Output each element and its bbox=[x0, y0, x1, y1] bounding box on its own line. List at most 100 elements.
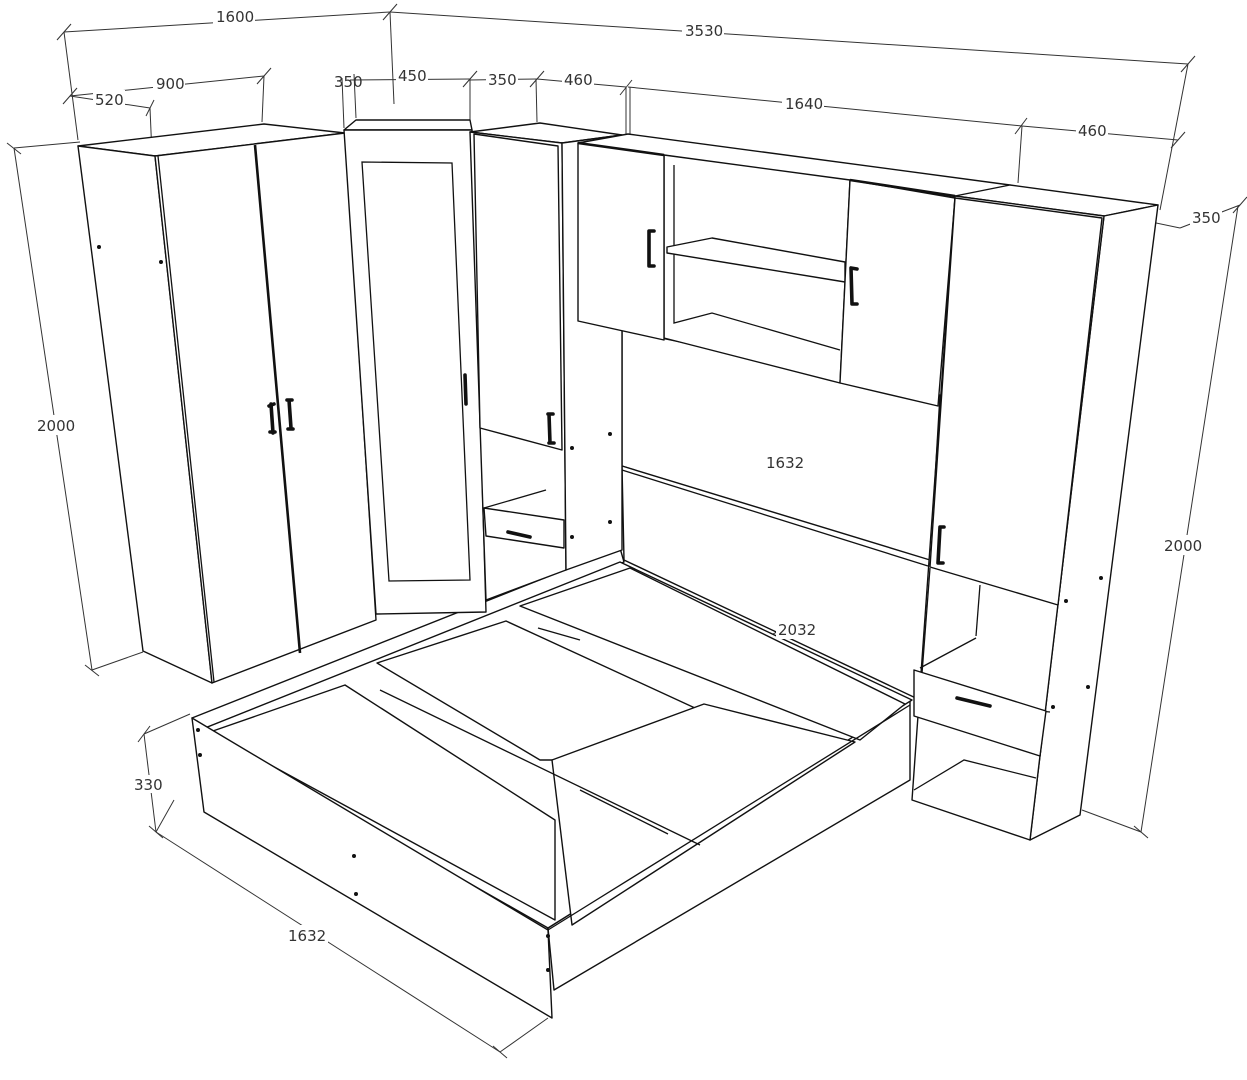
bed-footboard bbox=[191, 717, 553, 1019]
bridge-door-right bbox=[839, 179, 956, 407]
screw-dot bbox=[570, 446, 574, 450]
label-1632-bed: 1632 bbox=[288, 927, 326, 945]
niche-shelf bbox=[483, 489, 547, 509]
dim-tick bbox=[1170, 131, 1186, 149]
screw-dot bbox=[196, 728, 200, 732]
screw-dot bbox=[159, 260, 163, 264]
ext-line bbox=[353, 73, 357, 119]
screw-dot bbox=[354, 892, 358, 896]
mirror-panel bbox=[361, 161, 471, 582]
label-460-left: 460 bbox=[564, 71, 593, 89]
wardrobe-edge bbox=[157, 155, 215, 683]
niche-back bbox=[975, 584, 981, 637]
dim-tick bbox=[56, 23, 72, 41]
dim-tick bbox=[1180, 55, 1196, 73]
screw-dot bbox=[1051, 705, 1055, 709]
right-tower-drawer bbox=[913, 669, 1047, 757]
bottom-shelf bbox=[913, 759, 1037, 791]
label-bg bbox=[1076, 121, 1108, 139]
door-handle-icon bbox=[267, 402, 277, 435]
screw-dot bbox=[97, 245, 101, 249]
dim-tick bbox=[1232, 196, 1247, 214]
wardrobe-door-split bbox=[253, 144, 302, 654]
label-bg bbox=[782, 93, 824, 113]
ext-line bbox=[91, 651, 144, 671]
ext-line bbox=[389, 11, 395, 105]
dim-line-2000-left bbox=[13, 147, 93, 671]
right-tower-door bbox=[929, 197, 1103, 606]
screw-dot bbox=[1099, 576, 1103, 580]
right-tower bbox=[911, 184, 1159, 841]
dim-tick bbox=[6, 142, 22, 155]
door-top-edge bbox=[849, 178, 956, 198]
ext-line bbox=[341, 77, 345, 129]
label-2000-right: 2000 bbox=[1164, 537, 1202, 555]
label-2032: 2032 bbox=[778, 621, 816, 639]
ext-line bbox=[155, 799, 175, 833]
left-tower-drawer bbox=[483, 507, 565, 549]
label-bg bbox=[35, 415, 77, 435]
bed-panel-foot bbox=[209, 684, 556, 921]
bed-rail-center bbox=[379, 689, 701, 846]
label-2000-left: 2000 bbox=[37, 417, 75, 435]
bridge-cabinet bbox=[577, 133, 1011, 407]
headboard-panel bbox=[621, 329, 941, 701]
dim-line-2000-right bbox=[1140, 205, 1239, 833]
label-350-middle: 350 bbox=[488, 71, 517, 89]
bed-edge bbox=[547, 704, 911, 931]
screw-dot bbox=[1064, 599, 1068, 603]
label-900: 900 bbox=[156, 75, 185, 93]
door-handle-icon bbox=[285, 398, 295, 431]
two-door-wardrobe bbox=[77, 123, 377, 684]
label-bg bbox=[1162, 535, 1204, 555]
label-1632-headboard: 1632 bbox=[766, 454, 804, 472]
label-330: 330 bbox=[134, 776, 163, 794]
dim-tick bbox=[492, 1045, 508, 1059]
label-bg bbox=[132, 775, 164, 793]
dim-tick bbox=[137, 725, 151, 743]
door-top-edge bbox=[577, 141, 665, 157]
dim-tick bbox=[1133, 825, 1149, 839]
label-350-left: 350 bbox=[334, 73, 363, 91]
bed-panel-right bbox=[551, 703, 856, 926]
screw-dot bbox=[608, 520, 612, 524]
screw-dot bbox=[352, 854, 356, 858]
ext-line bbox=[535, 78, 538, 123]
ext-line bbox=[499, 1017, 549, 1053]
label-bg bbox=[776, 619, 818, 639]
label-1600: 1600 bbox=[216, 8, 254, 26]
ext-line bbox=[1017, 125, 1023, 184]
label-bg bbox=[486, 70, 518, 88]
screw-dot bbox=[198, 753, 202, 757]
ext-line bbox=[13, 141, 81, 149]
corner-top bbox=[343, 119, 473, 131]
corner-front bbox=[343, 129, 487, 615]
label-bg bbox=[396, 66, 428, 84]
label-bg bbox=[286, 925, 328, 945]
screw-dot bbox=[546, 934, 550, 938]
dim-tick bbox=[462, 70, 478, 88]
dim-line-3530 bbox=[389, 11, 1189, 65]
label-bg bbox=[93, 90, 125, 108]
bed-panel-head bbox=[519, 567, 906, 741]
door-handle-icon bbox=[849, 266, 859, 306]
ext-line bbox=[143, 713, 191, 735]
niche-shelf bbox=[919, 637, 977, 669]
dim-tick bbox=[256, 67, 272, 85]
bed-support-leg bbox=[537, 627, 581, 641]
label-bg bbox=[682, 20, 724, 40]
left-tower-door bbox=[473, 133, 563, 451]
door-handle-icon bbox=[463, 373, 468, 406]
label-bg bbox=[764, 452, 806, 472]
bridge-door-left bbox=[577, 142, 665, 341]
ext-line bbox=[261, 75, 265, 123]
ext-line bbox=[63, 31, 79, 141]
label-450: 450 bbox=[398, 67, 427, 85]
shelf-back bbox=[673, 165, 841, 351]
bed-center-support bbox=[579, 789, 669, 835]
label-460-right: 460 bbox=[1078, 122, 1107, 140]
label-520: 520 bbox=[95, 91, 124, 109]
label-bg bbox=[562, 70, 594, 88]
